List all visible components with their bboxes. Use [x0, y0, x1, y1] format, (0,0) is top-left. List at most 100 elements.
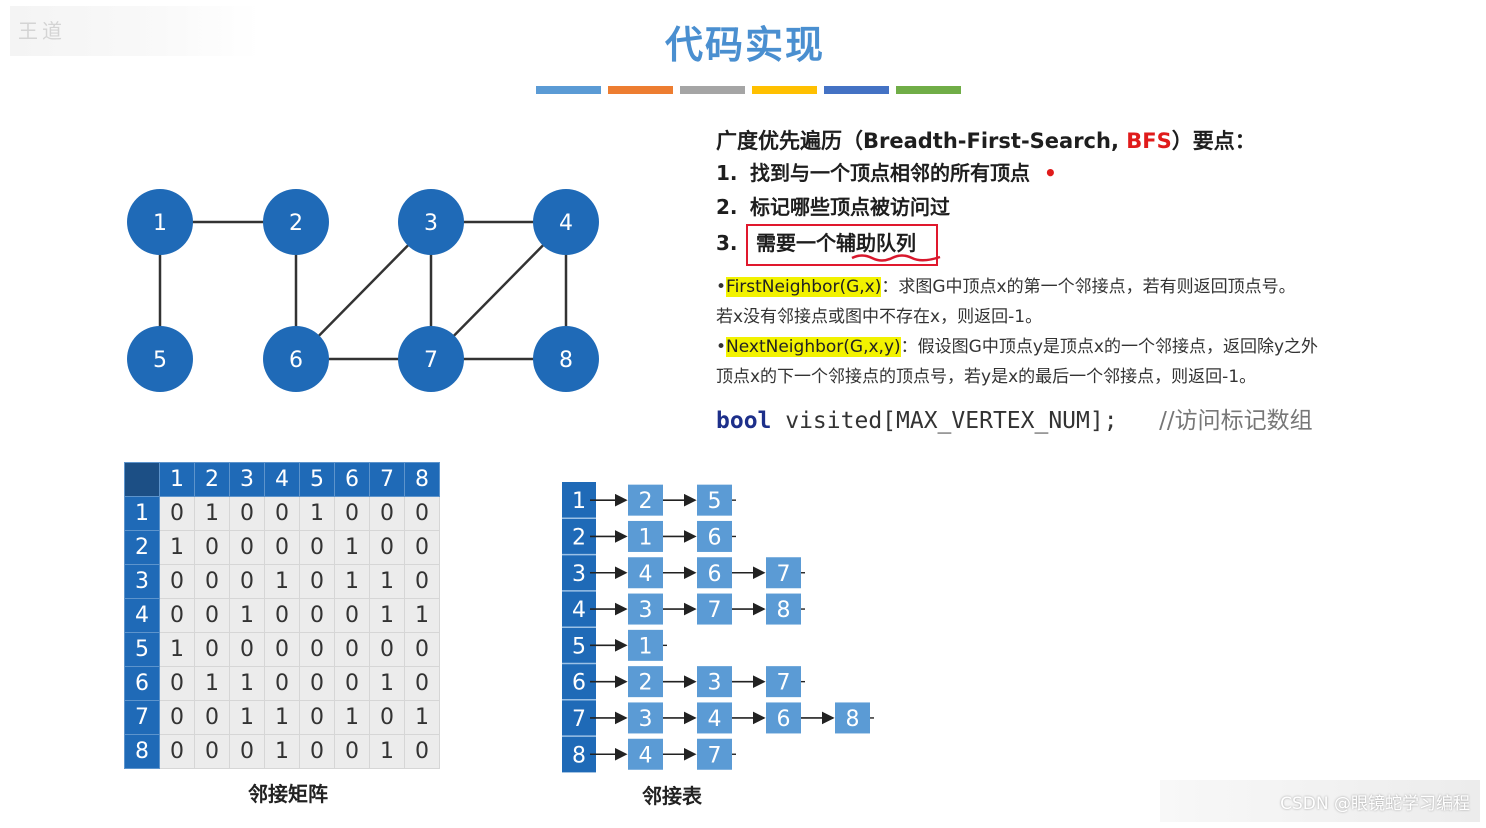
matrix-cell: 0: [334, 598, 370, 633]
matrix-cell: 1: [229, 598, 265, 633]
matrix-cell: 0: [404, 564, 440, 599]
matrix-cell: 1: [229, 666, 265, 701]
point-2-number: 2.: [716, 195, 738, 219]
matrix-cell: 0: [229, 632, 265, 667]
list-node-label: 3: [639, 707, 653, 732]
notes-heading: 广度优先遍历（Breadth-First-Search, BFS）要点：: [716, 126, 1456, 156]
vertex-label: 2: [572, 525, 586, 550]
list-node: [697, 702, 732, 734]
graph-node-label: 6: [289, 348, 303, 373]
highlight-box: 需要一个辅助队列: [746, 224, 941, 266]
matrix-cell: 0: [264, 666, 300, 701]
matrix-cell: 0: [404, 632, 440, 667]
matrix-cell: 0: [404, 734, 440, 769]
list-node-label: 2: [639, 489, 653, 514]
list-node-label: 7: [708, 598, 722, 623]
graph-node-label: 5: [153, 348, 167, 373]
first-neighbor-text: ：求图G中顶点x的第一个邻接点，若有则返回顶点号。: [881, 277, 1296, 297]
graph-node-7: 7: [398, 326, 464, 392]
matrix-cell: 0: [369, 700, 405, 735]
matrix-cell: 0: [369, 496, 405, 531]
bullet: •: [716, 337, 727, 357]
corner-logo: 王道: [10, 6, 260, 56]
graph-node-8: 8: [533, 326, 599, 392]
list-node: [628, 520, 663, 552]
graph-node-3: 3: [398, 189, 464, 255]
graph-node-circle: [263, 189, 329, 255]
list-node-label: 6: [777, 707, 791, 732]
point-3: 3. 需要一个辅助队列: [716, 224, 1456, 266]
list-node-label: 1: [639, 525, 653, 550]
matrix-cell: 0: [229, 530, 265, 565]
first-neighbor-name: FirstNeighbor(G,x): [726, 277, 882, 297]
matrix-cell: 0: [159, 598, 195, 633]
matrix-cell: 0: [229, 734, 265, 769]
matrix-cell: 0: [264, 496, 300, 531]
code-comment: //访问标记数组: [1159, 408, 1313, 434]
list-node: [628, 702, 663, 734]
matrix-cell: 0: [334, 666, 370, 701]
vertex-label: 1: [572, 489, 586, 514]
matrix-cell: 1: [369, 564, 405, 599]
list-node: [628, 484, 663, 516]
list-node: [697, 520, 732, 552]
list-caption: 邻接表: [642, 784, 702, 808]
graph-node-6: 6: [263, 326, 329, 392]
matrix-row-header: 5: [124, 632, 160, 667]
list-node-label: 6: [708, 562, 722, 587]
graph-node-circle: [127, 326, 193, 392]
graph-node-circle: [398, 189, 464, 255]
point-3-number: 3.: [716, 231, 738, 255]
matrix-cell: 1: [159, 632, 195, 667]
matrix-cell: 1: [404, 700, 440, 735]
list-node: [628, 666, 663, 698]
list-node-label: 7: [708, 743, 722, 768]
matrix-cell: 0: [369, 530, 405, 565]
list-node: [697, 738, 732, 770]
matrix-row-header: 6: [124, 666, 160, 701]
graph-node-circle: [533, 326, 599, 392]
matrix-row-header: 2: [124, 530, 160, 565]
graph-node-4: 4: [533, 189, 599, 255]
point-1-number: 1.: [716, 161, 738, 185]
point-3-text: 需要一个辅助队列: [756, 231, 916, 255]
matrix-col-header: 2: [194, 462, 230, 497]
list-node: [766, 702, 801, 734]
graph-node-label: 4: [559, 211, 573, 236]
matrix-col-header: 1: [159, 462, 195, 497]
matrix-cell: 0: [194, 530, 230, 565]
matrix-cell: 1: [264, 734, 300, 769]
list-node: [835, 702, 870, 734]
point-2-text: 标记哪些顶点被访问过: [750, 195, 950, 219]
list-node: [628, 629, 663, 661]
matrix-col-header: 6: [334, 462, 370, 497]
matrix-cell: 0: [404, 666, 440, 701]
matrix-cell: 1: [299, 496, 335, 531]
matrix-cell: 0: [299, 530, 335, 565]
matrix-cell: 0: [229, 564, 265, 599]
matrix-cell: 0: [299, 598, 335, 633]
matrix-cell: 0: [264, 530, 300, 565]
list-node: [628, 557, 663, 589]
matrix-cell: 0: [264, 632, 300, 667]
code-declaration: visited[MAX_VERTEX_NUM];: [771, 408, 1160, 434]
next-neighbor-desc: •NextNeighbor(G,x,y)：假设图G中顶点y是顶点x的一个邻接点，…: [716, 332, 1456, 362]
matrix-cell: 0: [369, 632, 405, 667]
matrix-cell: 0: [404, 496, 440, 531]
list-node-label: 1: [639, 634, 653, 659]
vertex-label: 8: [572, 743, 586, 768]
matrix-cell: 0: [299, 666, 335, 701]
red-underline-icon: [851, 254, 941, 262]
list-node-label: 4: [708, 707, 722, 732]
color-segment: [752, 86, 817, 94]
color-divider: [536, 86, 961, 94]
list-node-label: 3: [708, 671, 722, 696]
matrix-cell: 0: [404, 530, 440, 565]
graph-node-2: 2: [263, 189, 329, 255]
